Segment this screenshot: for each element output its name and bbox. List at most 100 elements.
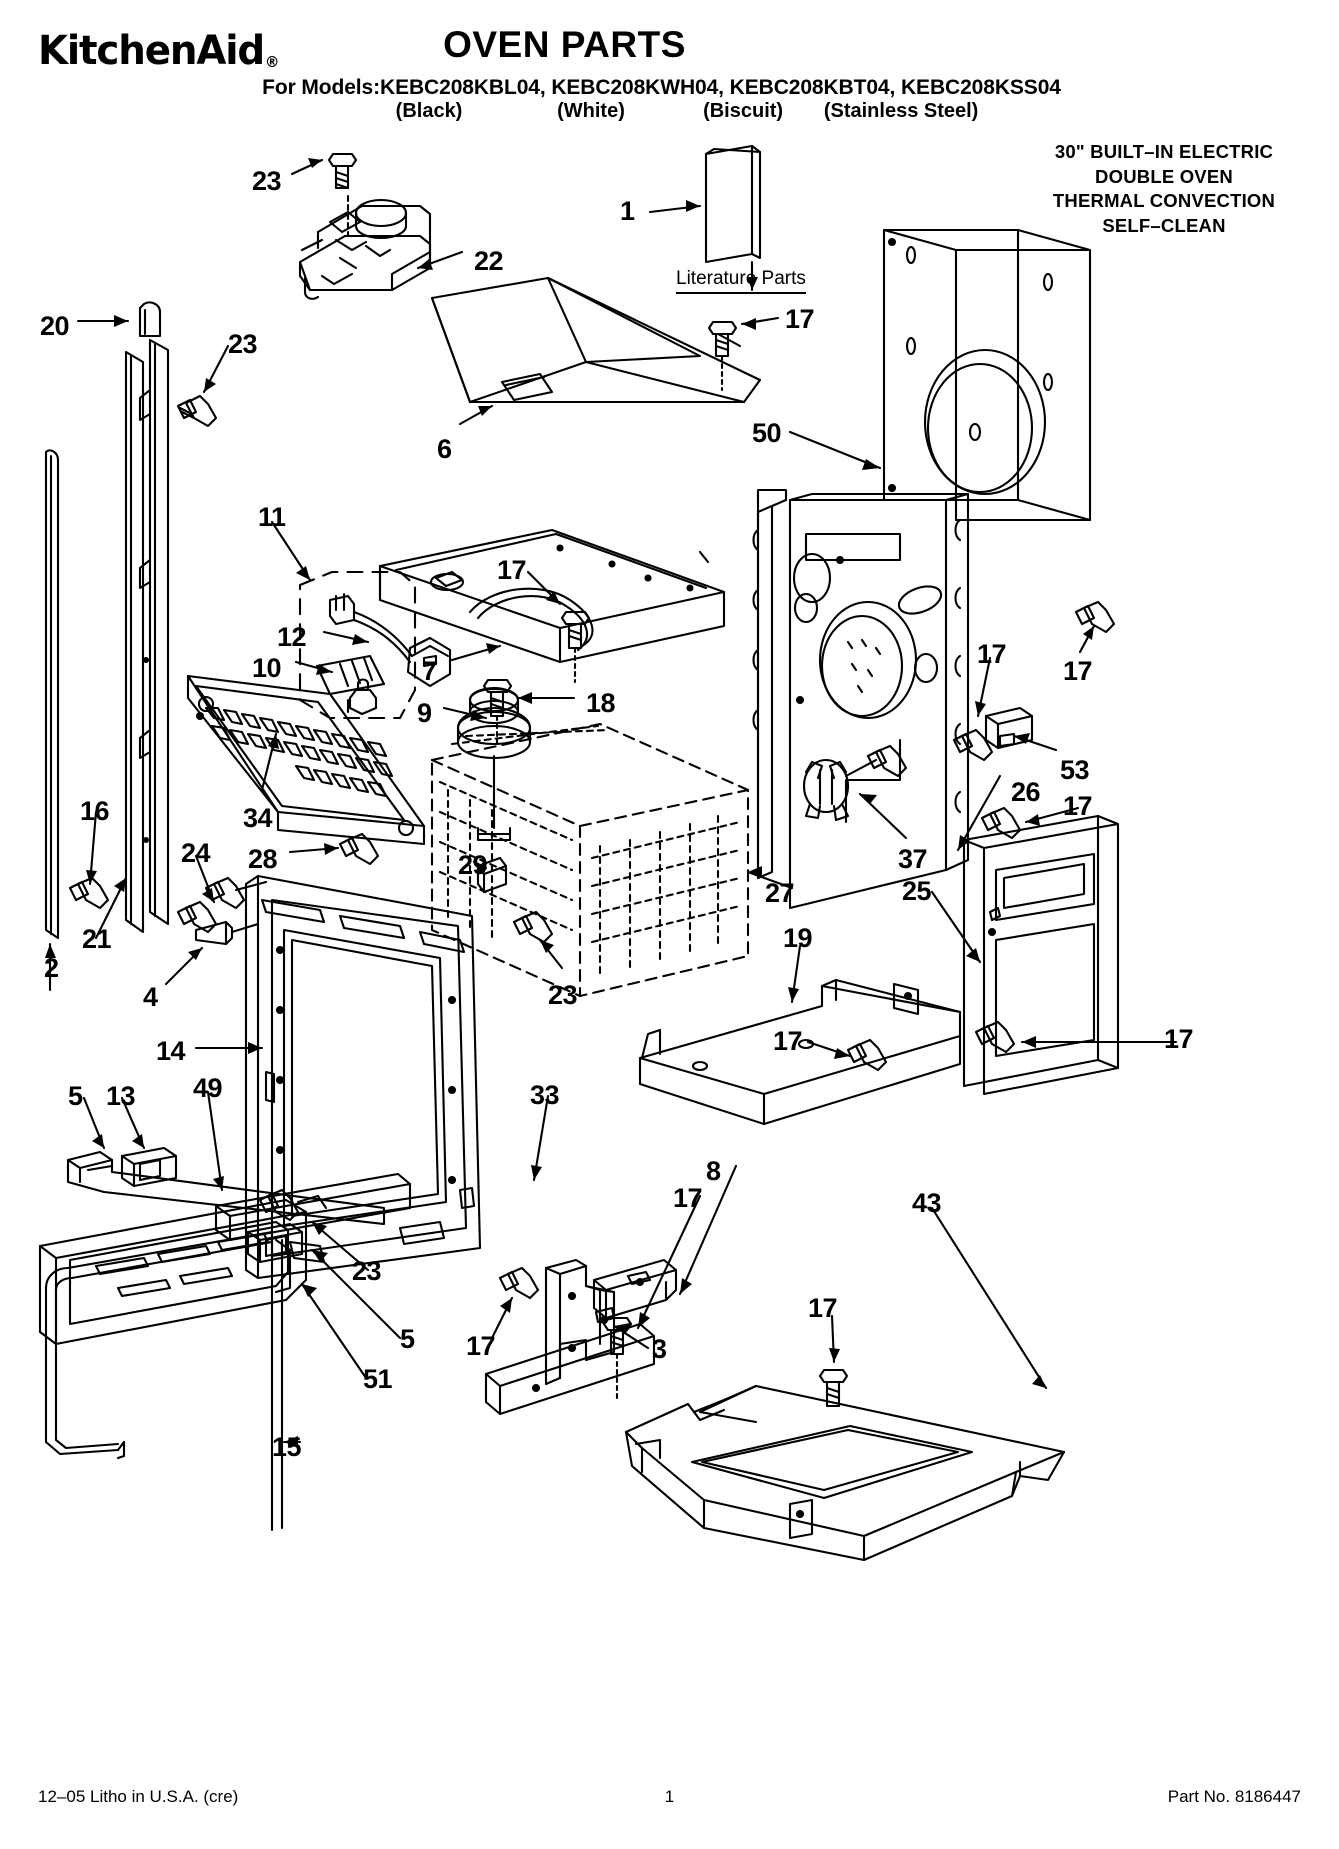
part-18-screw (482, 678, 513, 746)
callout-number-17: 17 (673, 1183, 703, 1213)
callout-number-22: 22 (474, 246, 504, 276)
part-9-convection-motor (456, 686, 532, 842)
leader-19 (790, 944, 802, 1004)
callout-number-17: 17 (1063, 791, 1093, 821)
leader-1 (648, 204, 702, 214)
part-16-screw (68, 876, 110, 910)
leader-17d (1078, 624, 1096, 654)
part-17-screw-i (498, 1266, 540, 1300)
part-23-screw-lower (258, 1188, 328, 1222)
callout-number-27: 27 (765, 878, 795, 908)
page-footer: 12–05 Litho in U.S.A. (cre) 1 Part No. 8… (0, 1787, 1339, 1813)
leader-5a (82, 1096, 106, 1150)
callout-number-21: 21 (82, 924, 112, 954)
part-17-screw-j (818, 1368, 849, 1408)
callout-number-8: 8 (706, 1156, 721, 1186)
part-17-screw-f (974, 1020, 1016, 1054)
appliance-spec-block: 30" BUILT–IN ELECTRIC DOUBLE OVEN THERMA… (1014, 140, 1314, 238)
part-7-oven-top (378, 528, 726, 664)
color-variants-row: (Black) (White) (Biscuit) (Stainless Ste… (350, 100, 990, 123)
leader-17i (490, 1296, 514, 1340)
color-variant-white: (White) (557, 100, 625, 122)
callout-number-10: 10 (252, 653, 282, 683)
callout-number-37: 37 (898, 844, 928, 874)
part-1-literature (704, 144, 762, 264)
callout-number-23: 23 (352, 1256, 382, 1286)
callout-number-4: 4 (143, 982, 158, 1012)
leader-23-top (290, 158, 324, 176)
callout-number-50: 50 (752, 418, 782, 448)
part-37-sensor (802, 744, 908, 822)
registered-mark-icon: ® (264, 53, 280, 71)
callout-number-16: 16 (80, 796, 110, 826)
kitchenaid-logo: KitchenAid® (38, 28, 280, 74)
callout-number-6: 6 (437, 434, 452, 464)
part-15-door-gasket (44, 1230, 284, 1532)
spec-line-3: THERMAL CONVECTION (1052, 190, 1276, 212)
part-49-trim-bar (214, 1172, 412, 1242)
part-17-screw-e (980, 806, 1022, 840)
callout-number-13: 13 (106, 1081, 136, 1111)
callout-number-28: 28 (248, 844, 278, 874)
callout-number-2: 2 (44, 953, 59, 983)
part-26-side-rail (752, 488, 970, 910)
leader-37 (858, 792, 908, 840)
part-33-lower-trim (484, 1322, 656, 1416)
print-info: 12–05 Litho in U.S.A. (cre) (38, 1787, 239, 1806)
callout-number-17: 17 (466, 1331, 496, 1361)
part-17-screw-g (602, 1316, 633, 1402)
part-number: Part No. 8186447 (1167, 1787, 1301, 1806)
leader-6 (458, 404, 494, 426)
callout-number-14: 14 (156, 1036, 186, 1066)
callout-number-23: 23 (252, 166, 282, 196)
callout-number-24: 24 (181, 838, 211, 868)
part-12-harness (328, 592, 452, 714)
leader-53 (1012, 734, 1058, 752)
callout-number-51: 51 (363, 1364, 393, 1394)
leader-43-placeholder (928, 1204, 1096, 1452)
part-23-screw-top (327, 152, 358, 190)
part-21-side-trim (124, 338, 170, 934)
callout-number-3: 3 (652, 1334, 667, 1364)
part-23-screw-door (204, 876, 268, 910)
leader-17h (806, 1040, 852, 1058)
callout-number-17: 17 (773, 1026, 803, 1056)
callout-number-53: 53 (1060, 755, 1090, 785)
leader-7 (450, 644, 502, 662)
leader-23-cavity (538, 938, 564, 970)
part-5-handle-upper (66, 1150, 386, 1226)
part-24-screw (176, 900, 218, 934)
callout-number-17: 17 (977, 639, 1007, 669)
callout-number-49: 49 (193, 1073, 223, 1103)
part-5-handle-lower (246, 1222, 304, 1264)
color-variant-black: (Black) (395, 100, 463, 122)
leader-17b (526, 570, 562, 606)
callout-number-20: 20 (40, 311, 70, 341)
spec-line-2: DOUBLE OVEN (1095, 165, 1233, 187)
page-title: OVEN PARTS (443, 24, 686, 65)
page-number: 1 (664, 1787, 675, 1806)
leader-28 (288, 846, 340, 854)
part-13-clip (120, 1146, 178, 1188)
part-3-lower-bracket (544, 1258, 616, 1386)
literature-parts-label: Literature Parts (676, 268, 806, 294)
callout-number-5: 5 (68, 1081, 83, 1111)
part-12-lamp-socket (348, 678, 378, 716)
part-22-blower-assembly (298, 194, 432, 300)
callout-number-12: 12 (277, 622, 307, 652)
leader-34 (260, 732, 278, 792)
leader-3 (612, 1324, 650, 1350)
leader-49 (206, 1090, 224, 1192)
callout-number-43: 43 (912, 1188, 942, 1218)
part-25-right-panel (962, 814, 1120, 1096)
leader-50 (788, 430, 882, 470)
callout-number-9: 9 (417, 698, 432, 728)
leader-25 (930, 890, 982, 964)
part-4-pin (194, 920, 260, 946)
callout-number-33: 33 (530, 1080, 560, 1110)
callout-number-17: 17 (785, 304, 815, 334)
callout-number-1: 1 (620, 196, 635, 226)
callout-number-19: 19 (783, 923, 813, 953)
part-34-vent-trim (186, 674, 426, 846)
